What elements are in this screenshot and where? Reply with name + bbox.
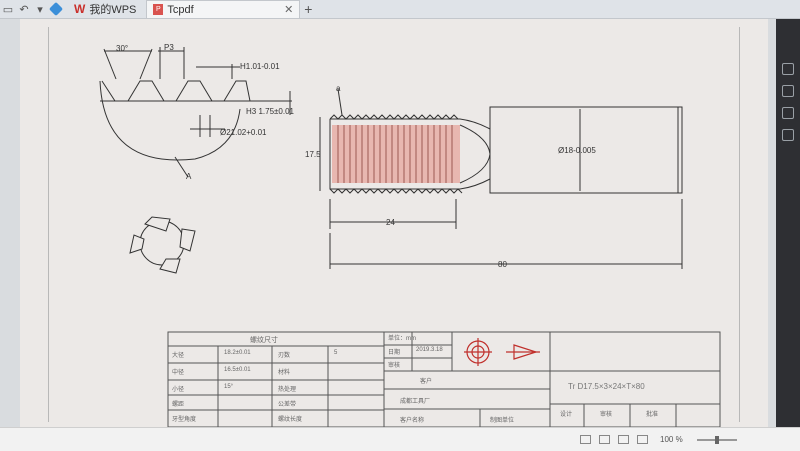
thread-profile (99, 47, 292, 178)
title-block-cell: 16.5±0.01 (224, 367, 251, 373)
back-icon[interactable]: ↶ (19, 3, 29, 16)
tab-bar: ▭ ↶ ▾ W 我的WPS P Tcpdf ✕ + (0, 0, 800, 19)
zoom-slider[interactable] (696, 435, 737, 444)
attachment-icon[interactable] (782, 129, 794, 141)
part-name: Tr D17.5×3×24×T×80 (568, 382, 645, 391)
close-icon[interactable]: ✕ (284, 4, 294, 16)
title-block-cell: 小径 (172, 387, 185, 393)
angle-label: 30° (116, 44, 128, 53)
a-mark-label: a (336, 84, 341, 93)
sign-review: 审核 (600, 412, 613, 418)
fullscreen-icon[interactable] (637, 435, 648, 444)
date-value: 2019.3.18 (416, 347, 443, 353)
sign-approve: 批准 (646, 412, 659, 418)
home-icon[interactable]: ▭ (2, 3, 14, 16)
projection-symbol (464, 338, 540, 366)
title-block-cell: 刃数 (278, 353, 291, 359)
bookmark-icon[interactable] (782, 63, 794, 75)
date-label: 日期 (388, 350, 401, 356)
customer-name-label: 客户名称 (400, 418, 425, 424)
title-block-cell: 大径 (172, 353, 185, 359)
title-block-cell: 5 (334, 350, 338, 356)
view-controls: 100 % (580, 435, 737, 444)
section-label: A (186, 172, 192, 181)
len-80-label: 80 (498, 260, 507, 269)
flute-section (129, 216, 196, 274)
customer-label: 客户 (420, 379, 433, 385)
single-page-icon[interactable] (580, 435, 591, 444)
document-page: 30° P3 H1.01-0.01 H3 1.75±0.01 Ø21.02+0.… (20, 19, 768, 427)
title-block-cell: 公差带 (278, 402, 297, 408)
title-block: 螺纹尺寸 (167, 331, 721, 427)
title-block-cell: 材料 (278, 370, 291, 376)
tab-tcpdf[interactable]: P Tcpdf ✕ (146, 0, 301, 18)
title-block-cell: 18.2±0.01 (224, 350, 251, 356)
zoom-level[interactable]: 100 % (660, 435, 683, 444)
title-block-cell: 螺纹长度 (278, 417, 303, 423)
sign-design: 设计 (560, 412, 573, 418)
title-block-cell: 热处理 (278, 387, 297, 393)
pitch-label: P3 (164, 43, 174, 52)
comment-icon[interactable] (782, 107, 794, 119)
technical-drawing: 30° P3 H1.01-0.01 H3 1.75±0.01 Ø21.02+0.… (99, 43, 721, 427)
side-panel (776, 19, 800, 427)
title-block-cell: 牙型角度 (172, 417, 197, 423)
new-tab-icon[interactable]: + (304, 1, 313, 17)
checker-label: 审核 (388, 363, 401, 369)
tab-label: Tcpdf (167, 3, 194, 16)
page-border (48, 27, 740, 422)
fit-width-icon[interactable] (618, 435, 629, 444)
pdf-file-icon: P (153, 4, 164, 15)
h1-label: H1.01-0.01 (240, 62, 280, 71)
unit-label: 单位：mm (388, 336, 416, 342)
title-block-cell: 中径 (172, 370, 185, 376)
len-24-label: 24 (386, 218, 395, 227)
customer-value: 成都工具厂 (400, 399, 431, 405)
thumbnail-icon[interactable] (782, 85, 794, 97)
d2-label: Ø21.02+0.01 (220, 128, 267, 137)
params-header: 螺纹尺寸 (250, 335, 278, 344)
dia-18-label: Ø18-0.005 (558, 146, 596, 155)
title-block-cell: 15° (224, 384, 234, 390)
cube-icon[interactable] (48, 1, 64, 17)
dropdown-icon[interactable]: ▾ (37, 3, 43, 16)
h3-label: H3 1.75±0.01 (246, 107, 295, 116)
wps-logo-icon: W (74, 2, 86, 16)
tab-my-wps[interactable]: W 我的WPS (68, 1, 142, 18)
zoom-slider-thumb[interactable] (714, 435, 719, 444)
double-page-icon[interactable] (599, 435, 610, 444)
tab-label: 我的WPS (89, 4, 137, 16)
title-block-cell: 螺距 (172, 402, 185, 408)
status-bar: 100 % (0, 427, 800, 451)
tap-side-view: a 17.5 Ø18-0.005 24 80 (305, 84, 683, 269)
dia-17-label: 17.5 (305, 150, 321, 159)
drawing-unit-label: 制图单位 (490, 418, 515, 424)
